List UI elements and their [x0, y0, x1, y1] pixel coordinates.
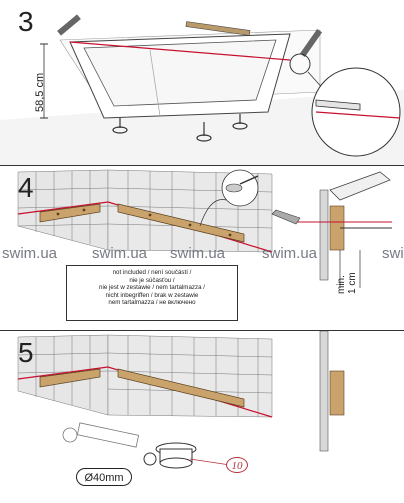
step-5-panel: 5 Ø40mm 10: [0, 330, 404, 503]
drain-installation-drawing: [0, 331, 404, 503]
step-number: 5: [18, 337, 34, 368]
note-line: nicht inbegriffen / brak w zestawie: [105, 291, 199, 299]
bathtub-installation-drawing: [0, 0, 404, 165]
note-line: not included / není součástí /: [112, 269, 192, 276]
watermark-text: swim.ua: [382, 245, 404, 262]
min-distance-label: min. 1 cm: [336, 272, 358, 294]
not-included-note: not included / není součástí / nie je sú…: [66, 265, 238, 321]
step-number: 4: [18, 172, 34, 203]
step-4-panel: 4 min. 1 cm swim.ua swim.ua swim.ua swim…: [0, 165, 404, 330]
watermark-text: swim.ua: [92, 245, 148, 262]
step-3-panel: 3 58,5 cm: [0, 0, 404, 165]
watermark-text: swim.ua: [262, 245, 318, 262]
note-line: nem tartalmazza / не включено: [108, 299, 196, 307]
pipe-diameter-label: Ø40mm: [76, 468, 132, 486]
watermark-text: swim.ua: [2, 245, 58, 262]
note-line: nie je súčasťou /: [129, 276, 175, 284]
part-callout: 10: [226, 457, 248, 473]
note-line: nie jest w zestawie / nem tartalmazza /: [99, 284, 205, 292]
step-number: 3: [18, 6, 34, 37]
watermark-text: swim.ua: [170, 245, 226, 262]
height-dimension-label: 58,5 cm: [34, 72, 46, 112]
